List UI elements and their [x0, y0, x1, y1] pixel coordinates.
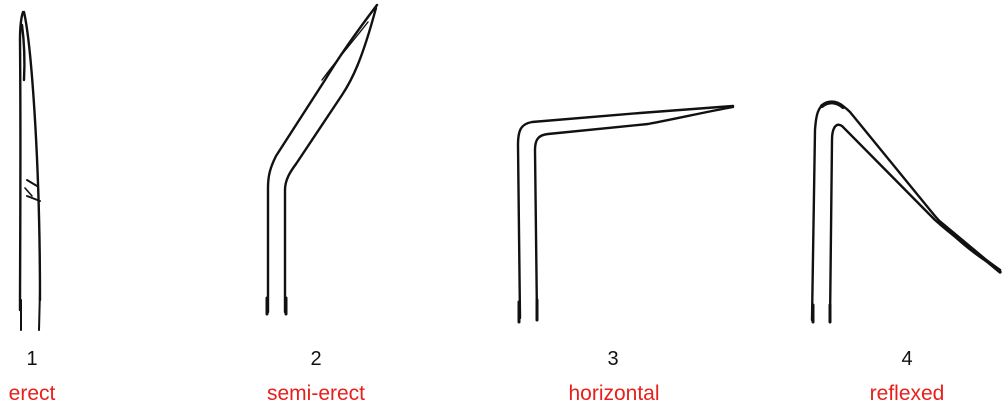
semi-erect-drawing — [267, 5, 377, 314]
panel-1-number: 1 — [20, 349, 44, 369]
panel-2-term: semi-erect — [260, 383, 372, 404]
panel-2-number: 2 — [304, 349, 328, 369]
panel-4-term: reflexed — [857, 383, 957, 404]
panel-1-term: erect — [4, 383, 60, 404]
horizontal-drawing — [518, 106, 733, 322]
panel-3-term: horizontal — [559, 383, 669, 404]
panel-4-number: 4 — [895, 349, 919, 369]
erect-drawing — [20, 12, 40, 330]
panel-3-number: 3 — [601, 349, 625, 369]
reflexed-drawing — [812, 102, 1000, 322]
